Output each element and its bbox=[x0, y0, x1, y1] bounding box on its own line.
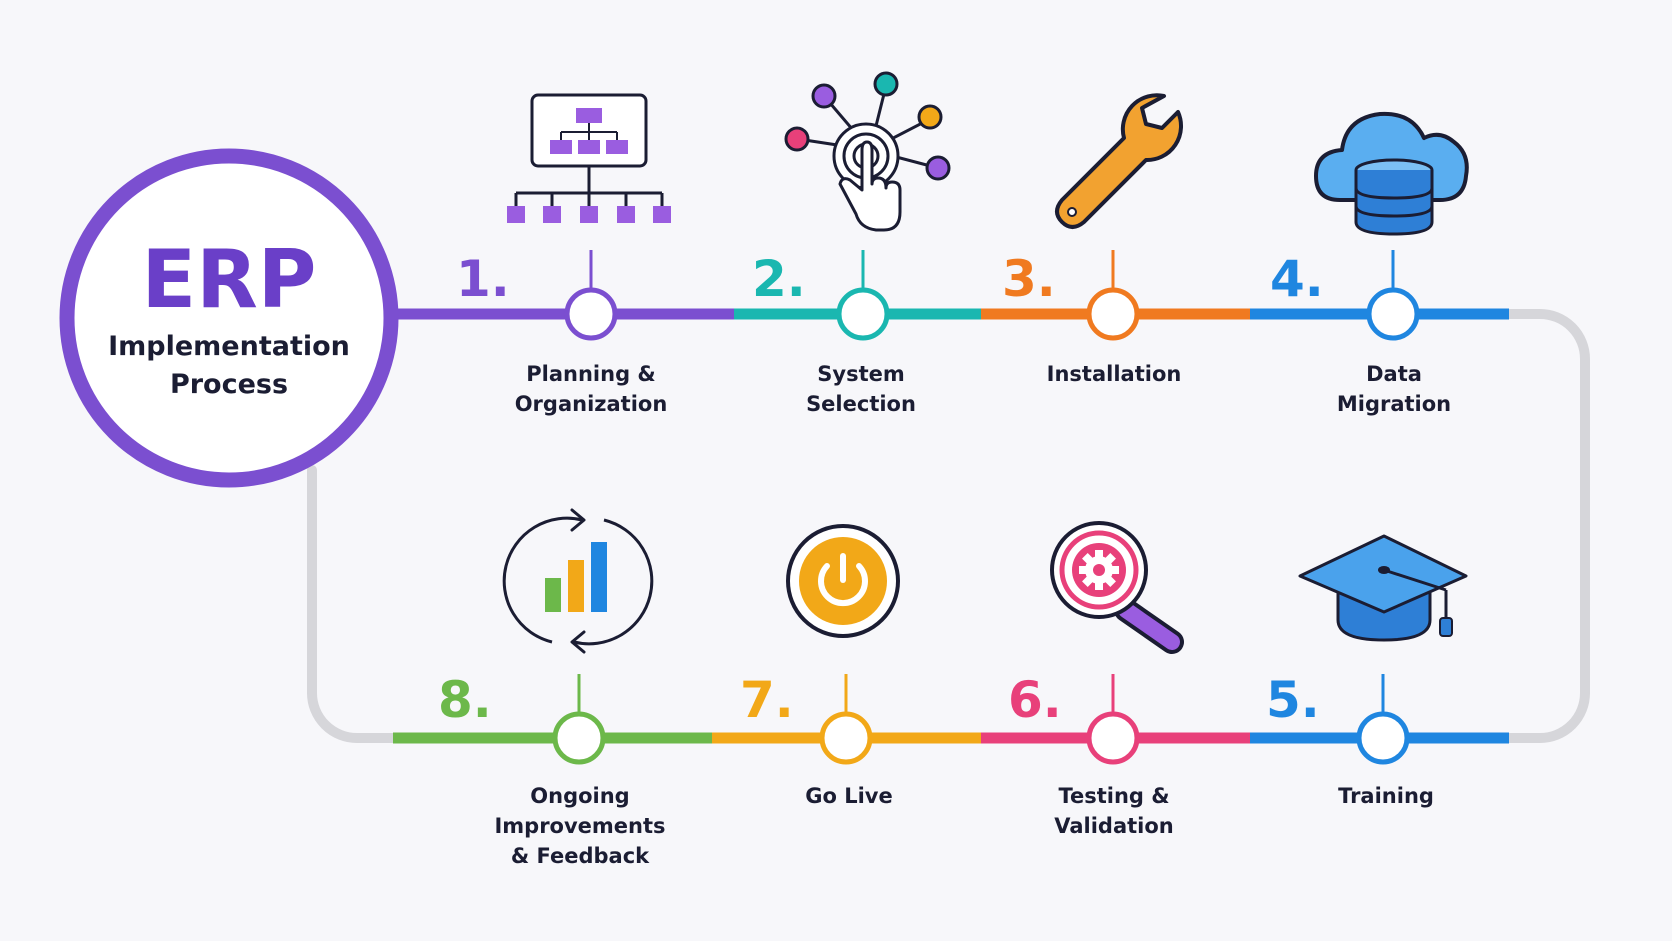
step-6-label-line2: Validation bbox=[1054, 814, 1174, 838]
step-2-label-line2: Selection bbox=[806, 392, 916, 416]
step-1-label-line2: Organization bbox=[515, 392, 668, 416]
step-7-node bbox=[819, 711, 873, 765]
step-3-label-line1: Installation bbox=[1047, 362, 1182, 386]
step-8: 8. Ongoing Improvements & Feedback bbox=[438, 508, 666, 868]
step-5-number: 5. bbox=[1266, 671, 1320, 729]
step-7: 7. Go Live bbox=[740, 524, 900, 808]
step-4-number: 4. bbox=[1270, 250, 1324, 308]
step-4-label-line2: Migration bbox=[1337, 392, 1451, 416]
step-6-node bbox=[1086, 711, 1140, 765]
power-button-icon bbox=[786, 524, 900, 638]
graduation-cap-icon bbox=[1298, 534, 1468, 642]
cloud-database-icon bbox=[1314, 111, 1469, 236]
magnifier-gear-icon bbox=[1050, 521, 1184, 654]
step-1-label-line1: Planning & bbox=[526, 362, 655, 386]
step-4-node bbox=[1366, 287, 1420, 341]
touch-network-icon bbox=[784, 71, 951, 232]
step-5-node bbox=[1356, 711, 1410, 765]
org-chart-monitor-icon bbox=[507, 93, 671, 223]
wrench-icon bbox=[1055, 93, 1184, 229]
step-5: 5. Training bbox=[1266, 534, 1468, 808]
step-1-number: 1. bbox=[456, 250, 510, 308]
step-3-node bbox=[1086, 287, 1140, 341]
step-2-node bbox=[836, 287, 890, 341]
hub-subtitle-line2: Process bbox=[170, 369, 288, 400]
step-8-node bbox=[552, 711, 606, 765]
step-1: 1. Planning & Organization bbox=[456, 93, 671, 416]
step-2-label-line1: System bbox=[817, 362, 904, 386]
step-8-label-line1: Ongoing bbox=[530, 784, 629, 808]
cycle-bar-chart-icon bbox=[502, 508, 654, 654]
step-8-label-line3: & Feedback bbox=[511, 844, 650, 868]
step-7-number: 7. bbox=[740, 671, 794, 729]
step-3-number: 3. bbox=[1002, 250, 1056, 308]
step-4-label-line1: Data bbox=[1366, 362, 1422, 386]
step-8-label-line2: Improvements bbox=[494, 814, 665, 838]
step-2-number: 2. bbox=[752, 250, 806, 308]
erp-hub: ERP Implementation Process bbox=[59, 148, 399, 488]
step-8-number: 8. bbox=[438, 671, 492, 729]
step-4: 4. Data Migration bbox=[1270, 111, 1469, 416]
step-1-node bbox=[564, 287, 618, 341]
step-2: 2. System Selection bbox=[752, 71, 951, 416]
step-3: 3. Installation bbox=[1002, 93, 1184, 386]
hub-subtitle-line1: Implementation bbox=[108, 331, 350, 362]
step-6-label-line1: Testing & bbox=[1058, 784, 1169, 808]
connector-loop bbox=[307, 309, 1590, 743]
step-6: 6. Testing & Validation bbox=[1008, 521, 1184, 838]
step-6-number: 6. bbox=[1008, 671, 1062, 729]
step-7-label-line1: Go Live bbox=[805, 784, 893, 808]
step-5-label-line1: Training bbox=[1338, 784, 1434, 808]
hub-title: ERP bbox=[142, 233, 317, 326]
